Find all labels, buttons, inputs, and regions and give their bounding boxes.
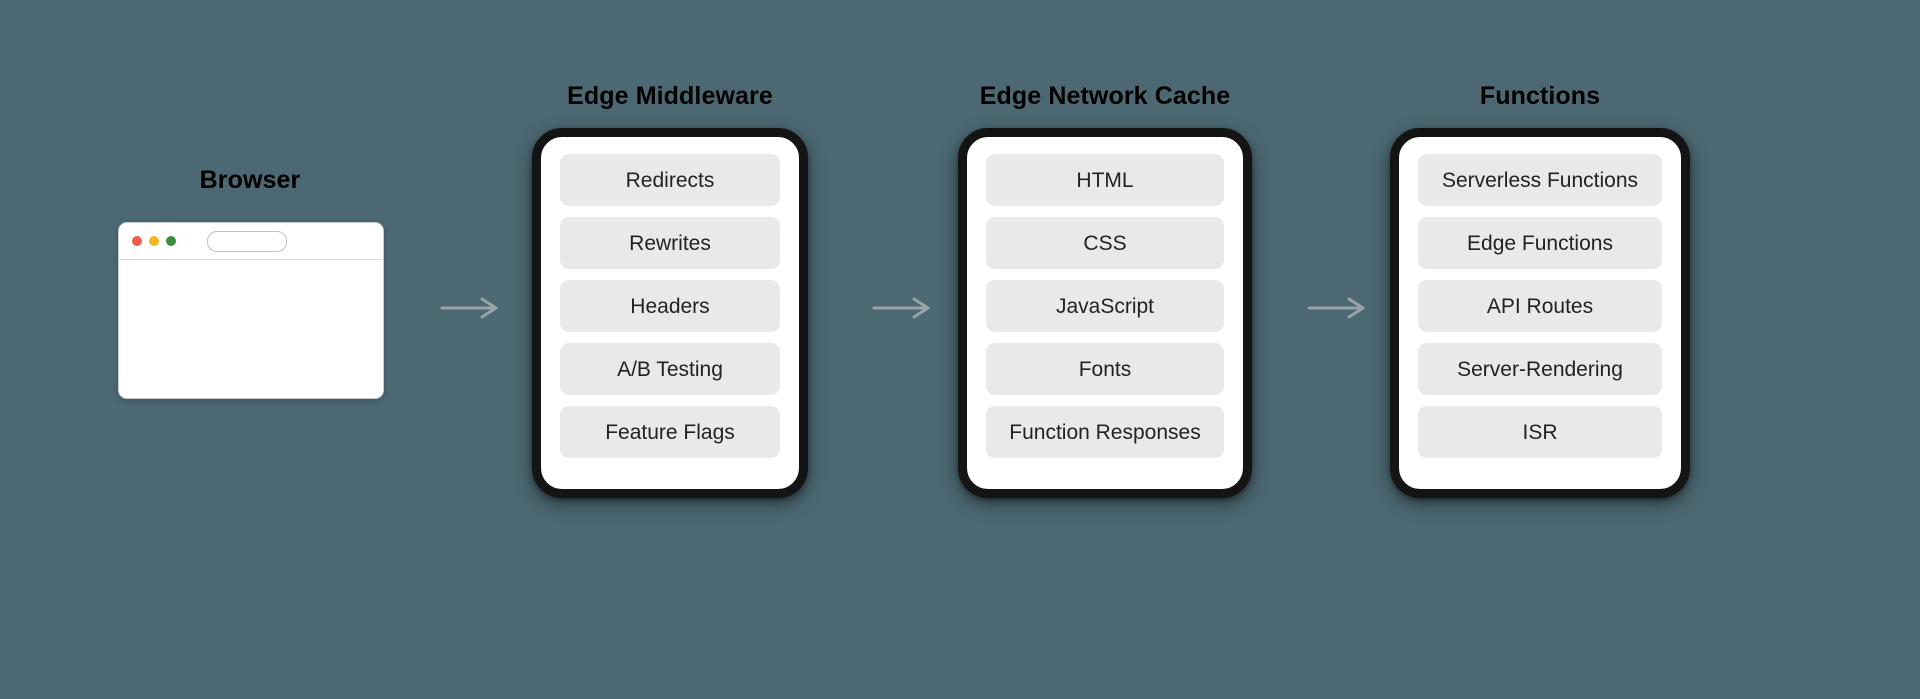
browser-chrome bbox=[119, 223, 383, 260]
arrow-browser-to-middleware-icon bbox=[440, 294, 502, 322]
chip-javascript[interactable]: JavaScript bbox=[986, 280, 1224, 332]
chip-function-responses[interactable]: Function Responses bbox=[986, 406, 1224, 458]
stage-card-edge-network-cache: HTML CSS JavaScript Fonts Function Respo… bbox=[958, 128, 1252, 498]
close-dot-icon[interactable] bbox=[132, 236, 142, 246]
chip-html[interactable]: HTML bbox=[986, 154, 1224, 206]
chip-edge-functions[interactable]: Edge Functions bbox=[1418, 217, 1662, 269]
browser-title: Browser bbox=[199, 166, 301, 194]
browser-window-mockup bbox=[118, 222, 384, 399]
arrow-cache-to-functions-icon bbox=[1307, 294, 1369, 322]
window-controls bbox=[132, 236, 176, 246]
chip-css[interactable]: CSS bbox=[986, 217, 1224, 269]
arrow-middleware-to-cache-icon bbox=[872, 294, 934, 322]
chip-fonts[interactable]: Fonts bbox=[986, 343, 1224, 395]
maximize-dot-icon[interactable] bbox=[166, 236, 176, 246]
stage-title-edge-middleware: Edge Middleware bbox=[567, 82, 773, 110]
chip-redirects[interactable]: Redirects bbox=[560, 154, 780, 206]
chip-headers[interactable]: Headers bbox=[560, 280, 780, 332]
minimize-dot-icon[interactable] bbox=[149, 236, 159, 246]
browser-column: Browser bbox=[100, 0, 400, 699]
stage-functions: Functions Serverless Functions Edge Func… bbox=[1380, 0, 1700, 699]
chip-serverless-functions[interactable]: Serverless Functions bbox=[1418, 154, 1662, 206]
url-bar-input[interactable] bbox=[207, 231, 287, 252]
chip-server-rendering[interactable]: Server-Rendering bbox=[1418, 343, 1662, 395]
stage-card-functions: Serverless Functions Edge Functions API … bbox=[1390, 128, 1690, 498]
chip-ab-testing[interactable]: A/B Testing bbox=[560, 343, 780, 395]
chip-isr[interactable]: ISR bbox=[1418, 406, 1662, 458]
chip-rewrites[interactable]: Rewrites bbox=[560, 217, 780, 269]
chip-feature-flags[interactable]: Feature Flags bbox=[560, 406, 780, 458]
stage-edge-network-cache: Edge Network Cache HTML CSS JavaScript F… bbox=[945, 0, 1265, 699]
stage-title-edge-network-cache: Edge Network Cache bbox=[979, 82, 1231, 110]
stage-card-edge-middleware: Redirects Rewrites Headers A/B Testing F… bbox=[532, 128, 808, 498]
browser-viewport bbox=[119, 260, 383, 398]
stage-edge-middleware: Edge Middleware Redirects Rewrites Heade… bbox=[510, 0, 830, 699]
chip-api-routes[interactable]: API Routes bbox=[1418, 280, 1662, 332]
stage-title-functions: Functions bbox=[1479, 82, 1601, 110]
